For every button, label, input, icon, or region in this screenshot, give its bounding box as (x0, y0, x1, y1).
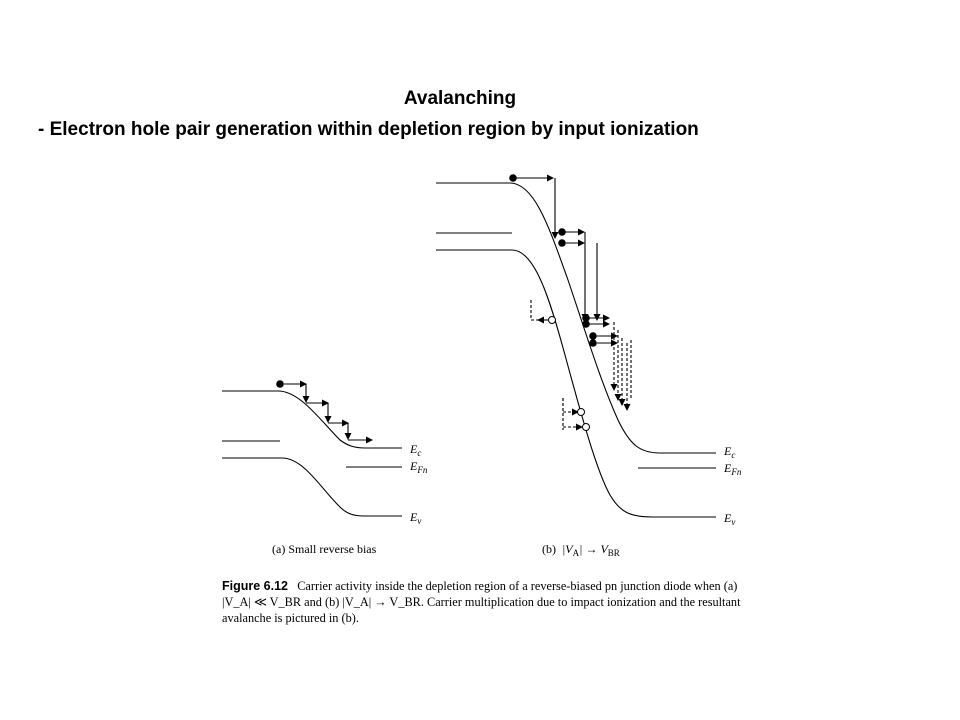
panel-a (222, 380, 402, 517)
panel-b-electron (509, 174, 517, 182)
panel-b-electron (582, 320, 590, 328)
panel-a-efn-label: EFn (409, 459, 428, 475)
panel-a-ec-label: Ec (409, 442, 421, 458)
panel-a-caption: (a) Small reverse bias (272, 542, 377, 556)
panel-a-valence-band (222, 457, 402, 517)
panel-b-dashed-paths (530, 300, 632, 431)
panel-b-efn-label: EFn (723, 461, 742, 477)
panel-b-conduction-band (436, 182, 716, 454)
panel-b-ev-label: Ev (723, 511, 735, 527)
slide-title: Avalanching (403, 88, 517, 109)
panel-a-electron (276, 380, 284, 388)
panel-a-conduction-band (222, 390, 402, 449)
panel-b-electron (582, 314, 590, 322)
panel-b-electron (589, 339, 597, 347)
panel-b-ec-label: Ec (723, 444, 735, 460)
panel-b-electron (589, 332, 597, 340)
slide-subtitle: - Electron hole pair generation within d… (38, 119, 699, 140)
panel-b-valence-band (436, 249, 716, 518)
panel-b-electron (558, 228, 566, 236)
figure-caption-text: Carrier activity inside the depletion re… (222, 579, 741, 625)
figure-caption: Figure 6.12 Carrier activity inside the … (222, 578, 752, 626)
panel-b-hole (548, 316, 556, 324)
panel-b-electron (558, 239, 566, 247)
panel-a-electron-path (284, 380, 373, 444)
panel-b-hole (582, 423, 590, 431)
panel-b-hole (577, 408, 585, 416)
panel-a-ev-label: Ev (409, 510, 421, 526)
panel-b (436, 174, 716, 518)
figure-number: Figure 6.12 (222, 579, 288, 593)
panel-b-electron-path (515, 174, 618, 347)
panel-b-carriers (509, 174, 597, 431)
panel-b-caption: (b)|VA| → VBR (542, 542, 620, 558)
